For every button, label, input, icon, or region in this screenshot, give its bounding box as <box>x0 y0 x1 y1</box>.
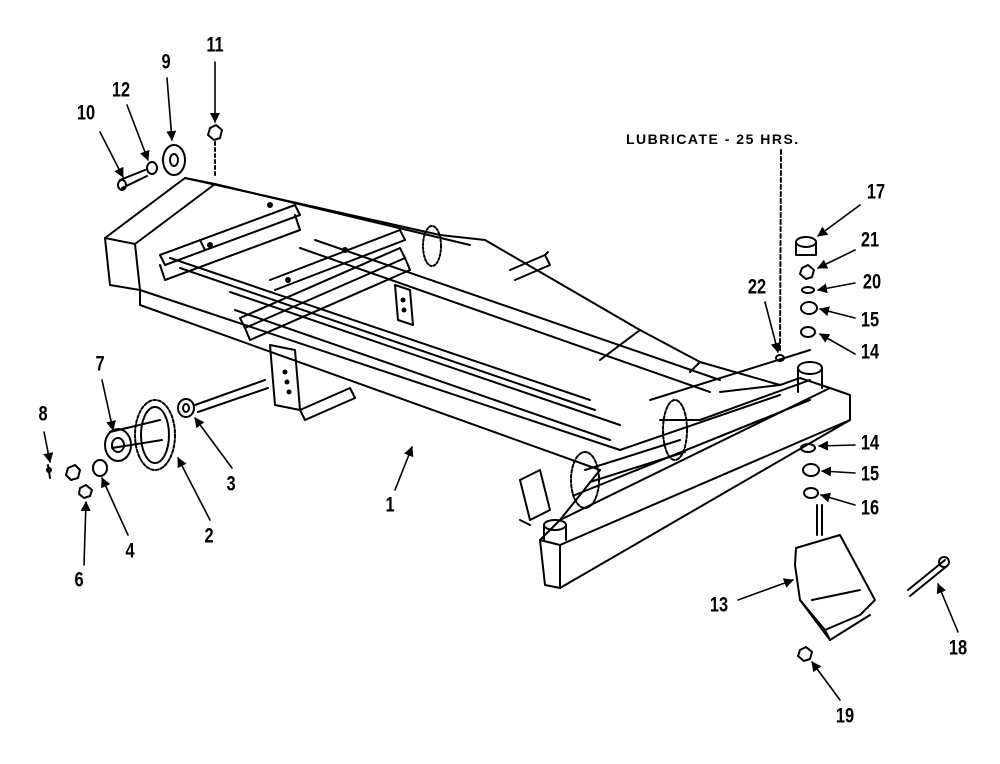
frame-sprockets <box>422 225 688 509</box>
frame-assembly <box>104 177 851 589</box>
callout-13: 13 <box>709 593 729 617</box>
callout-9: 9 <box>161 50 171 74</box>
callout-19: 19 <box>835 704 855 728</box>
callout-22: 22 <box>747 275 767 299</box>
callout-10: 10 <box>76 101 96 125</box>
callout-3: 3 <box>226 472 236 496</box>
callout-18: 18 <box>948 636 968 660</box>
spindle-assembly <box>775 149 950 662</box>
callout-16: 16 <box>860 496 880 520</box>
callout-4: 4 <box>125 539 135 563</box>
callout-12: 12 <box>111 78 131 102</box>
callout-20: 20 <box>862 270 882 294</box>
callout-7: 7 <box>95 352 105 376</box>
callout-8: 8 <box>38 402 48 426</box>
callout-14-lower: 14 <box>860 431 880 455</box>
bushing-bolt-assembly <box>117 124 223 191</box>
callout-14-upper: 14 <box>860 340 880 364</box>
drive-axle-assembly <box>46 379 269 499</box>
callout-15-upper: 15 <box>860 308 880 332</box>
callout-2: 2 <box>204 524 214 548</box>
leader-arrows <box>43 61 959 701</box>
lubrication-note: LUBRICATE - 25 HRS. <box>626 131 800 147</box>
callout-6: 6 <box>74 568 84 592</box>
callout-11: 11 <box>206 33 224 57</box>
callout-21: 21 <box>860 228 880 252</box>
callout-15-lower: 15 <box>860 462 880 486</box>
callout-17: 17 <box>866 180 886 204</box>
callout-1: 1 <box>385 493 395 517</box>
